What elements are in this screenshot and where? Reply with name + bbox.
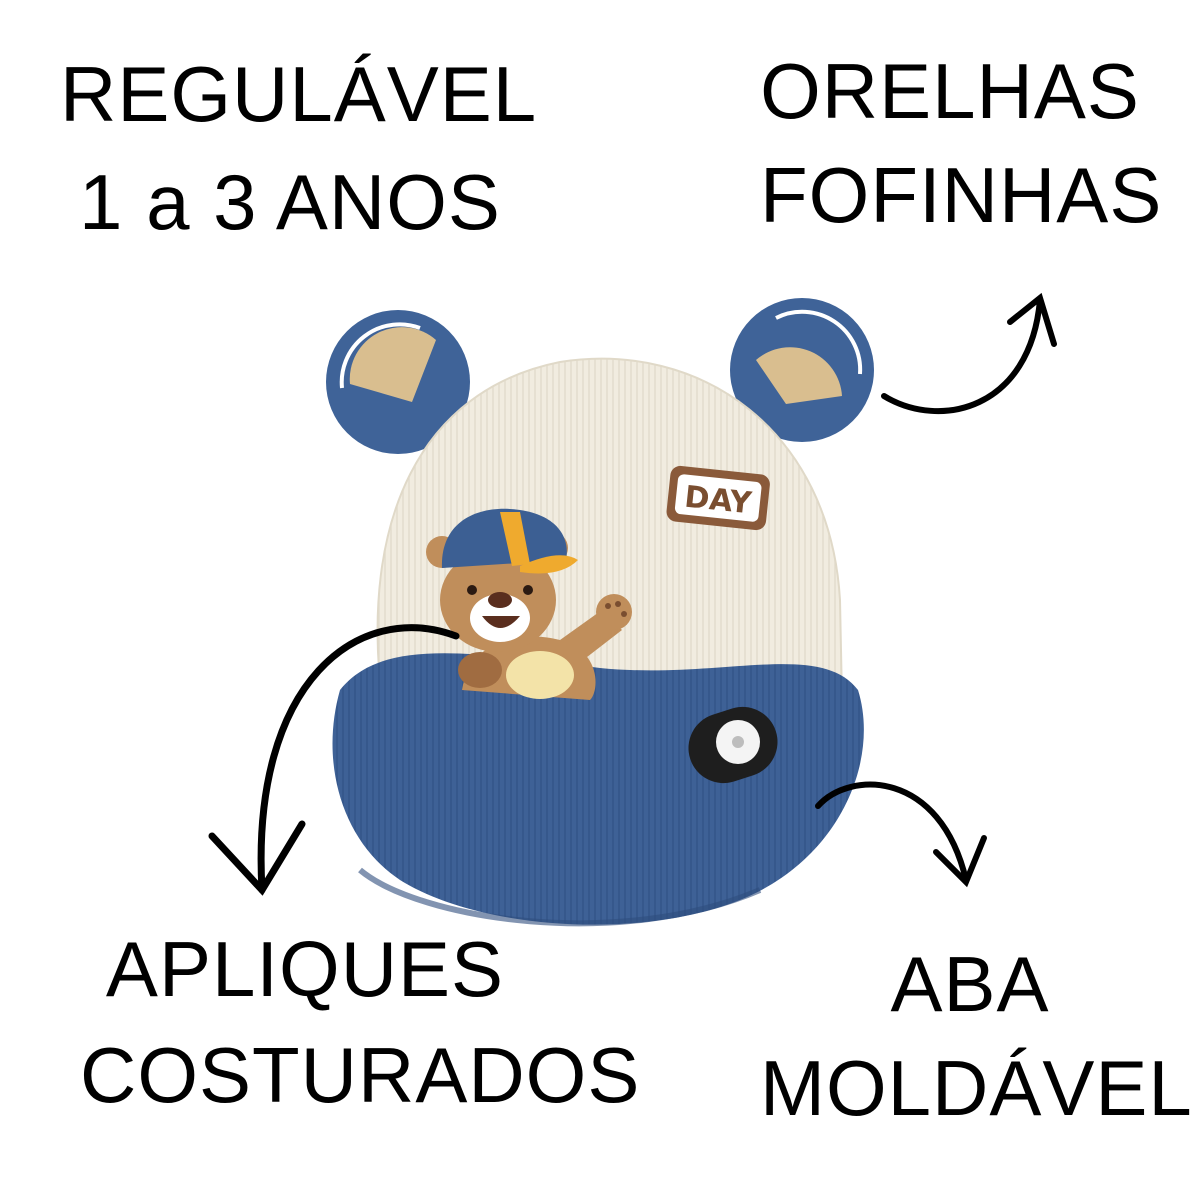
right-ear	[730, 298, 874, 442]
day-patch: DAY	[666, 465, 770, 531]
day-patch-text: DAY	[683, 480, 755, 522]
label-line: APLIQUES	[105, 925, 505, 1013]
arrow-to-appliques	[208, 624, 460, 896]
label-line: COSTURADOS	[80, 1031, 641, 1119]
label-adjustable-age: REGULÁVEL 1 a 3 ANOS	[60, 50, 538, 246]
label-line: MOLDÁVEL	[760, 1044, 1193, 1132]
label-line: ABA	[890, 940, 1050, 1028]
arrow-to-brim	[815, 781, 987, 888]
cap-brim	[332, 653, 864, 925]
label-line: 1 a 3 ANOS	[79, 158, 501, 246]
arrow-to-ears	[881, 292, 1057, 415]
label-appliques: APLIQUES COSTURADOS	[80, 925, 641, 1119]
label-ears: ORELHAS FOFINHAS	[760, 47, 1163, 239]
bear-applique	[426, 508, 632, 700]
left-ear	[326, 310, 470, 454]
button-tab	[688, 706, 778, 784]
label-line: FOFINHAS	[760, 151, 1163, 239]
label-brim: ABA MOLDÁVEL	[760, 940, 1193, 1132]
label-line: REGULÁVEL	[60, 50, 538, 138]
label-line: ORELHAS	[760, 47, 1140, 135]
